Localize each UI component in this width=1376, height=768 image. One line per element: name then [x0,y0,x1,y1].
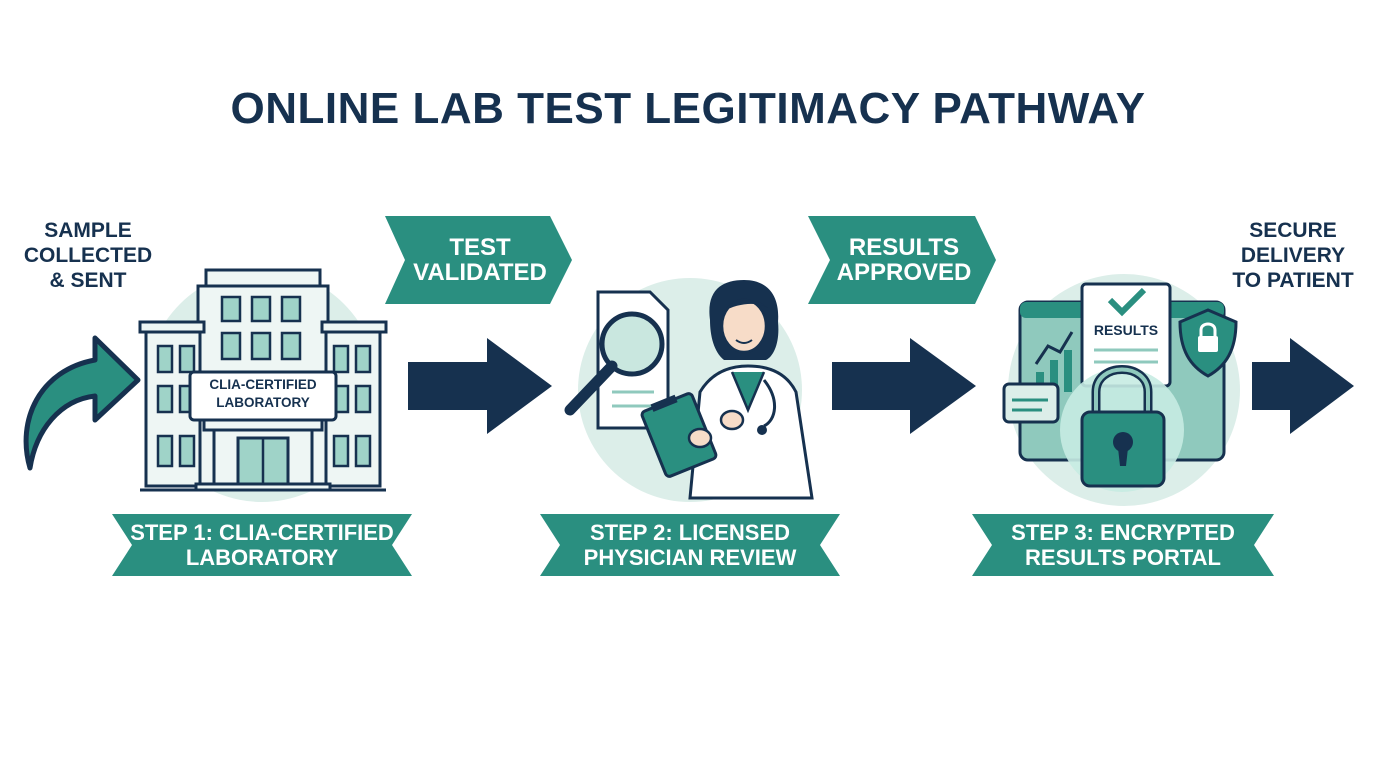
start-label: SAMPLE COLLECTED & SENT [18,218,158,293]
end-label-line: DELIVERY [1240,244,1346,267]
arrow-right-icon [832,338,976,434]
transition-label-test-validated: TEST VALIDATED [395,235,565,285]
page-title: ONLINE LAB TEST LEGITIMACY PATHWAY [230,84,1146,133]
end-label: SECURE DELIVERY TO PATIENT [1218,218,1368,293]
start-label-line: & SENT [49,269,127,292]
start-label-line: SAMPLE [44,219,132,242]
lab-sign-line: LABORATORY [216,395,310,410]
step-label-line: LABORATORY [185,545,339,570]
step-banner-2 [540,514,840,576]
arrow-right-icon [408,338,552,434]
step-3-label: STEP 3: ENCRYPTED RESULTS PORTAL [972,520,1274,570]
transition-label-line: TEST [449,234,511,261]
results-doc-label: RESULTS [1093,322,1159,338]
step-banner-1 [112,514,412,576]
transition-label-line: APPROVED [836,259,972,286]
step-label-line: STEP 2: LICENSED [589,520,791,545]
ribbon-test-validated [385,216,572,304]
transition-label-line: VALIDATED [413,259,547,286]
transition-label-line: RESULTS [848,234,960,261]
secure-portal-icon [1002,274,1240,506]
ribbon-results-approved [808,216,996,304]
step-label-line: STEP 1: CLIA-CERTIFIED [130,520,394,545]
arrow-right-icon [1252,338,1354,434]
lab-sign: CLIA-CERTIFIED LABORATORY [190,376,336,412]
laboratory-building-icon [138,268,388,502]
step-label-line: RESULTS PORTAL [1025,545,1221,570]
step-1-label: STEP 1: CLIA-CERTIFIED LABORATORY [112,520,412,570]
lab-sign-line: CLIA-CERTIFIED [209,377,317,392]
step-2-label: STEP 2: LICENSED PHYSICIAN REVIEW [540,520,840,570]
step-label-line: STEP 3: ENCRYPTED [1011,520,1235,545]
transition-label-results-approved: RESULTS APPROVED [818,235,990,285]
end-label-line: TO PATIENT [1232,269,1354,292]
step-label-line: PHYSICIAN REVIEW [583,545,797,570]
step-banner-3 [972,514,1274,576]
start-label-line: COLLECTED [23,244,153,267]
end-label-line: SECURE [1249,219,1337,242]
curved-arrow-icon [23,335,141,471]
physician-icon [564,278,814,502]
